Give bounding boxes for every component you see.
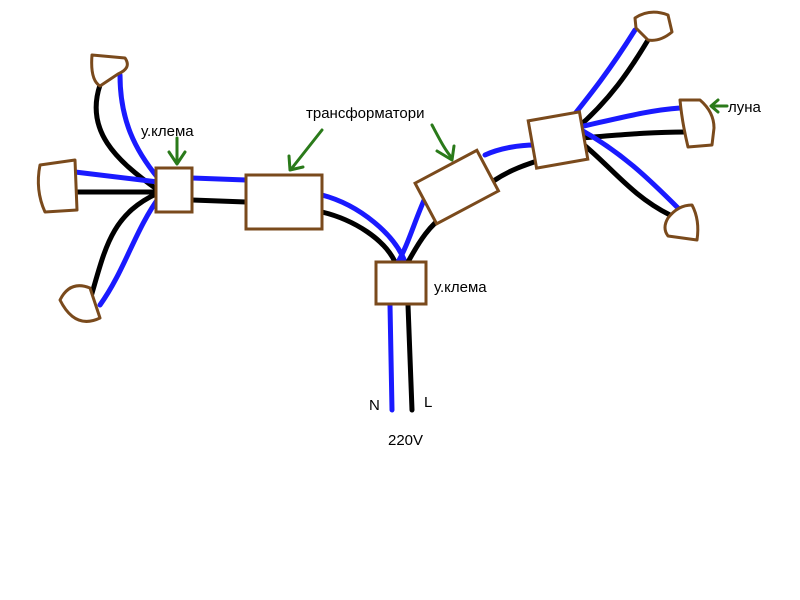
left-terminal-block <box>154 166 194 214</box>
right-trafo-to-terminal-blue <box>482 142 538 158</box>
arrow-left-terminal <box>167 136 187 166</box>
lamp-left-top <box>90 53 129 88</box>
left-bottom-lamp-black <box>87 190 161 303</box>
arrow-left-transformer <box>287 128 324 172</box>
label-terminal-left: у.клема <box>141 123 194 140</box>
lamp-left-bottom <box>58 284 102 323</box>
center-to-right-trafo-blue <box>395 195 428 265</box>
left-bottom-lamp-blue <box>97 193 163 308</box>
lamp-right-top <box>633 10 674 42</box>
center-to-left-trafo-black <box>319 209 398 265</box>
label-lamp: луна <box>728 99 762 116</box>
lamp-left-middle <box>36 158 79 214</box>
right-trafo-to-terminal-black <box>492 157 543 183</box>
left-trafo-to-terminal-black <box>189 197 249 205</box>
left-top-lamp-blue <box>117 72 161 181</box>
center-terminal-block <box>374 260 428 306</box>
neutral-supply-wire <box>387 302 395 413</box>
label-supply-voltage: 220V <box>388 432 423 449</box>
live-supply-wire <box>405 302 415 413</box>
arrow-right-transformer <box>430 123 456 162</box>
right-transformer <box>413 148 501 226</box>
right-bottom-lamp-blue <box>569 122 683 213</box>
lamp-right-middle <box>678 98 716 149</box>
right-terminal-block <box>526 110 590 170</box>
right-bottom-lamp-black <box>575 137 673 218</box>
label-neutral: N <box>369 397 380 414</box>
label-terminal-center: у.клема <box>434 279 487 296</box>
label-live: L <box>424 394 432 411</box>
left-trafo-to-terminal-blue <box>189 175 249 183</box>
right-top-lamp-black <box>572 37 651 133</box>
arrow-lamp <box>709 98 729 114</box>
left-transformer <box>244 173 324 231</box>
lamp-right-bottom <box>663 203 700 242</box>
label-transformers: трансформатори <box>306 105 424 122</box>
left-mid-lamp-blue <box>72 169 161 185</box>
right-mid-lamp-blue <box>572 105 683 131</box>
